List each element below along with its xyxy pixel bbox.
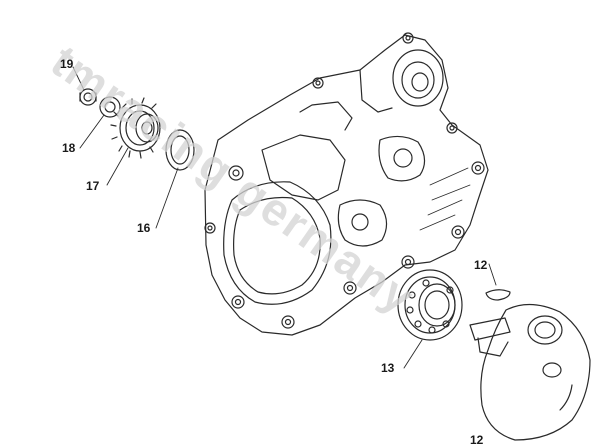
- callout-12: 12: [474, 258, 488, 272]
- perimeter-bolt-holes: [204, 32, 485, 329]
- part-19-nut: [79, 88, 97, 106]
- main-bore: [223, 181, 332, 305]
- crankshaft: [469, 303, 591, 441]
- callout-16: 16: [137, 221, 151, 235]
- part-17-gear: [110, 97, 161, 159]
- part-18-washer: [99, 96, 121, 118]
- part-16-thrust-washer: [165, 129, 195, 171]
- part-13-bearing: [397, 269, 463, 341]
- callout-19: 19: [60, 57, 74, 71]
- crankcase-half: [204, 34, 489, 336]
- upper-boss: [392, 49, 444, 107]
- callout-12-crankshaft: 12: [470, 433, 484, 447]
- part-12-key: [485, 289, 511, 301]
- callout-17: 17: [86, 179, 100, 193]
- callout-18: 18: [62, 141, 76, 155]
- callout-13: 13: [381, 361, 395, 375]
